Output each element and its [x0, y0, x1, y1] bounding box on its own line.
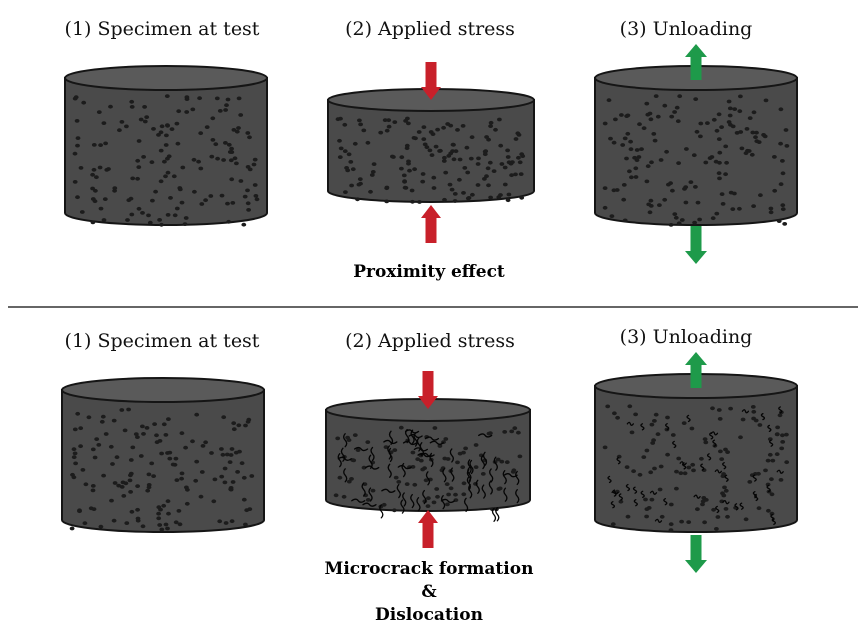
row2-stage1-label: (1) Specimen at test — [65, 330, 260, 352]
pores — [602, 404, 790, 532]
pores — [602, 94, 790, 227]
row1-specimen-3 — [594, 65, 798, 227]
row2-specimen-3 — [594, 373, 798, 533]
row2-caption-line-3: Dislocation — [375, 605, 483, 625]
tension-arrow-top — [685, 44, 707, 80]
row2-stage3-label: (3) Unloading — [620, 326, 753, 348]
row2-stage2-label: (2) Applied stress — [345, 330, 515, 352]
row2-specimen-1 — [61, 377, 265, 533]
row1-stage1-label: (1) Specimen at test — [65, 18, 260, 40]
row2-specimen-2 — [325, 398, 531, 522]
tension-arrow-bottom — [685, 535, 707, 573]
pores — [69, 407, 255, 532]
row1-caption: Proximity effect — [353, 262, 505, 282]
pores — [72, 94, 260, 227]
tension-arrow-top — [685, 352, 707, 388]
row1-specimen-2 — [327, 88, 535, 204]
cylinder-body — [61, 389, 265, 533]
row1-stage2-label: (2) Applied stress — [345, 18, 515, 40]
pores — [335, 116, 526, 204]
row1-specimen-1 — [64, 65, 268, 227]
cylinder-top — [61, 377, 265, 403]
cylinder-body — [594, 385, 798, 533]
microcracks — [337, 428, 520, 522]
row2-caption-line-2: & — [421, 582, 437, 602]
compression-arrow-bottom — [421, 205, 441, 243]
microcracks — [607, 406, 784, 525]
row2-caption-line-1: Microcrack formation — [325, 559, 534, 579]
cylinder-top — [64, 65, 268, 91]
compression-arrow-top — [418, 371, 438, 409]
row1-stage3-label: (3) Unloading — [620, 18, 753, 40]
compression-arrow-top — [421, 62, 441, 100]
tension-arrow-bottom — [685, 226, 707, 264]
compression-arrow-bottom — [418, 510, 438, 548]
